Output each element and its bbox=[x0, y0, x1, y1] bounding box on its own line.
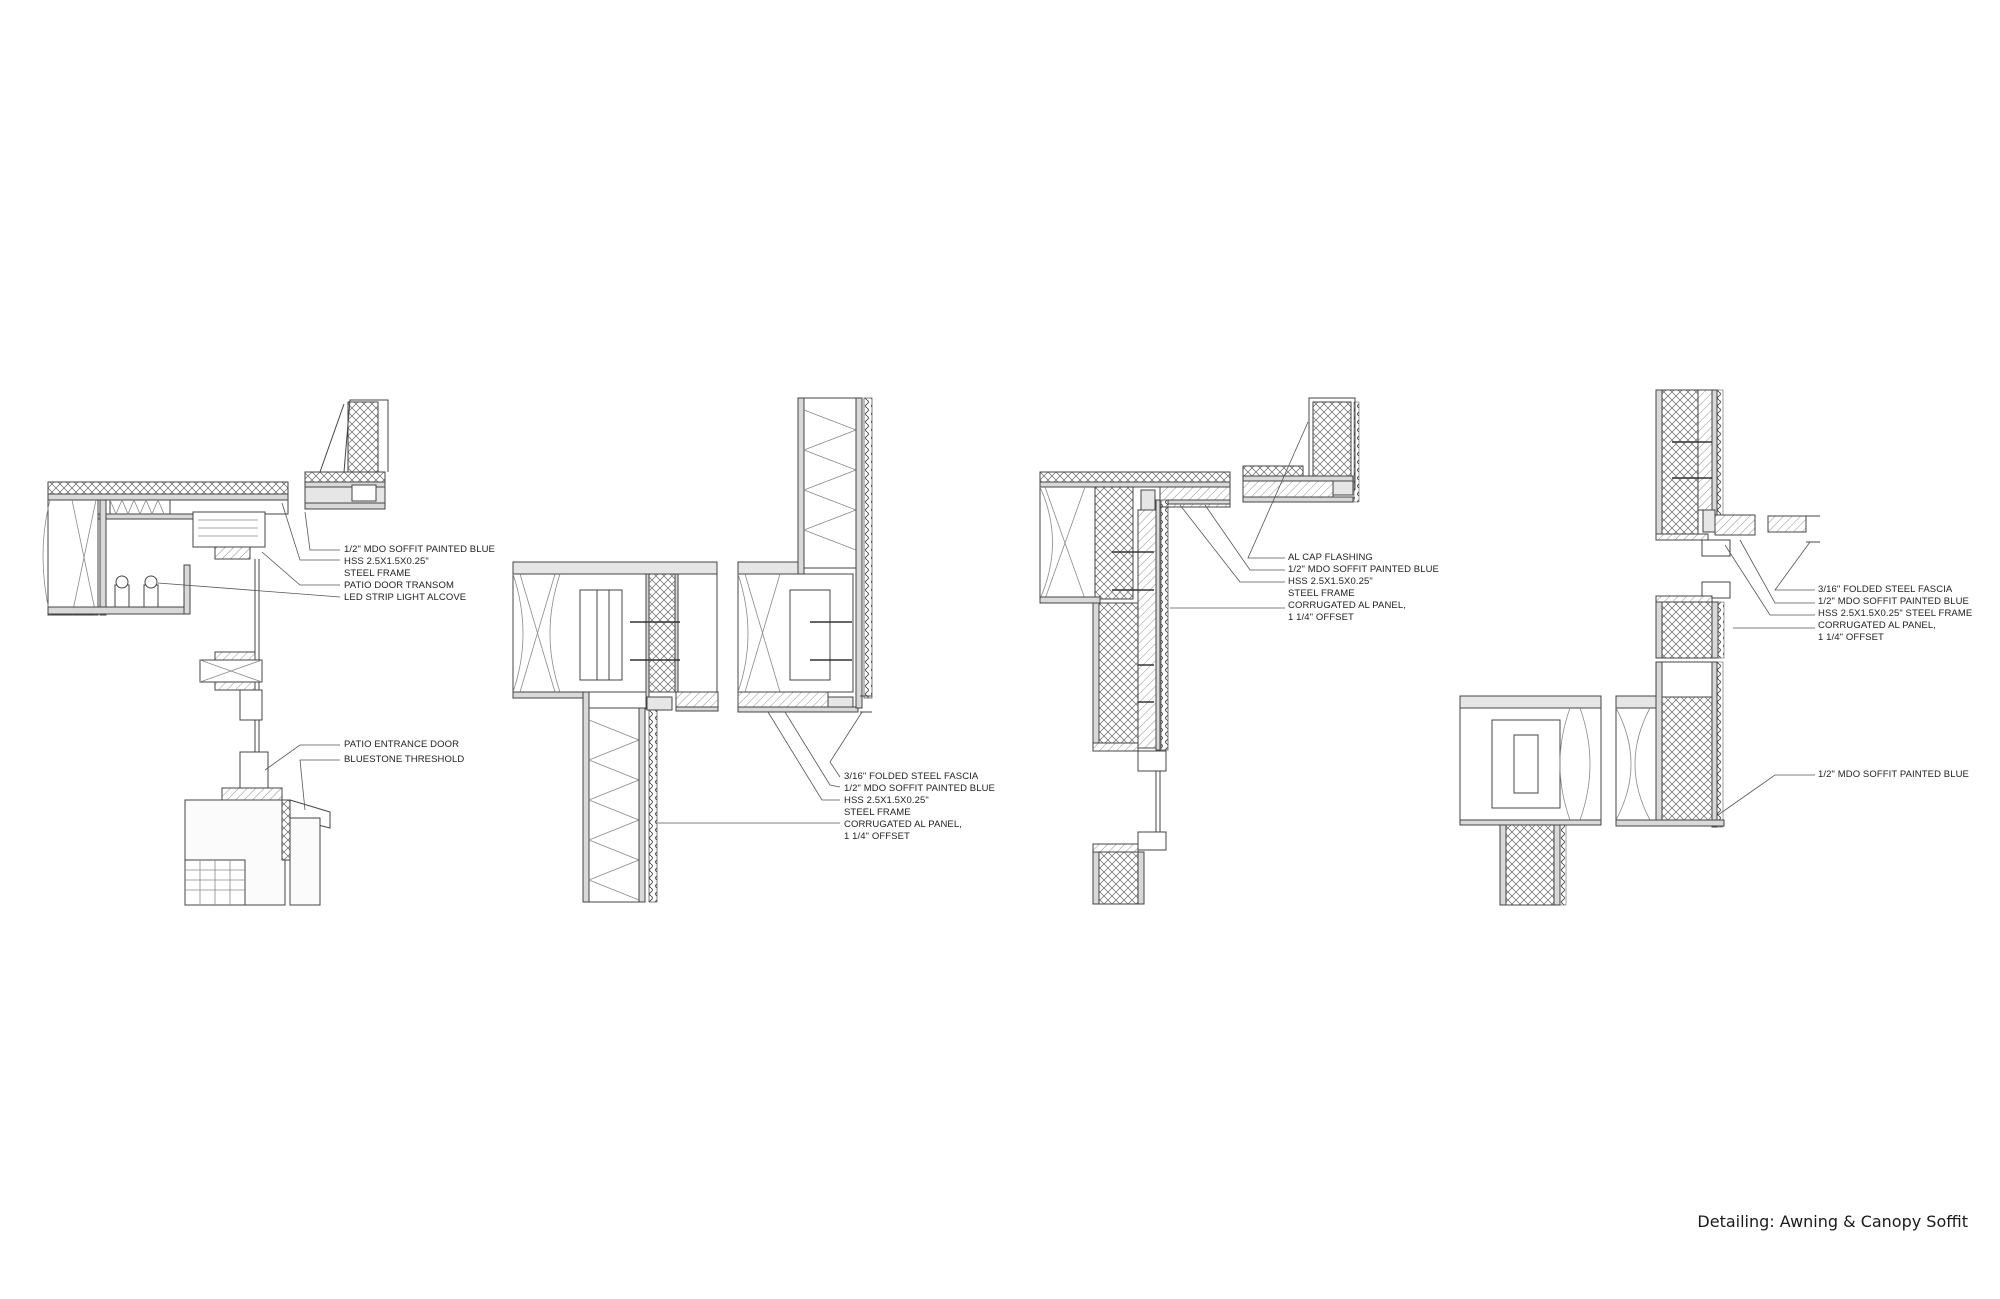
callout-text: AL CAP FLASHING bbox=[1288, 552, 1373, 563]
callout-text: 3/16" FOLDED STEEL FASCIA bbox=[1818, 584, 1953, 595]
detail-2-drawing bbox=[512, 397, 873, 903]
callout-text: STEEL FRAME bbox=[344, 568, 411, 579]
callout-text: HSS 2.5X1.5X0.25" STEEL FRAME bbox=[1818, 608, 1973, 619]
callout-text: HSS 2.5X1.5X0.25" bbox=[344, 556, 429, 567]
callout-text: 1/2" MDO SOFFIT PAINTED BLUE bbox=[1818, 769, 1969, 780]
detail-2-leaders bbox=[658, 711, 863, 824]
detail-4-leaders bbox=[1717, 539, 1815, 816]
sheet-caption: Detailing: Awning & Canopy Soffit bbox=[1697, 1212, 1968, 1231]
callout-text: 1 1/4" OFFSET bbox=[1288, 612, 1354, 623]
callout-text: 3/16" FOLDED STEEL FASCIA bbox=[844, 771, 979, 782]
detail-4-drawing bbox=[1459, 389, 1820, 906]
callout-text: HSS 2.5X1.5X0.25" bbox=[1288, 576, 1373, 587]
detail-1-drawing bbox=[42, 399, 389, 906]
callout-text: STEEL FRAME bbox=[1288, 588, 1355, 599]
callout-text: HSS 2.5X1.5X0.25" bbox=[844, 795, 929, 806]
callout-text: 1/2" MDO SOFFIT PAINTED BLUE bbox=[844, 783, 995, 794]
callout-text: 1 1/4" OFFSET bbox=[1818, 632, 1884, 643]
callout-text: STEEL FRAME bbox=[844, 807, 911, 818]
callout-text: 1/2" MDO SOFFIT PAINTED BLUE bbox=[1818, 596, 1969, 607]
callout-text: LED STRIP LIGHT ALCOVE bbox=[344, 592, 467, 603]
detail-3-drawing bbox=[1039, 397, 1360, 905]
callout-text: PATIO ENTRANCE DOOR bbox=[344, 739, 460, 750]
callout-text: CORRUGATED AL PANEL, bbox=[1288, 600, 1406, 611]
callout-text: CORRUGATED AL PANEL, bbox=[844, 819, 962, 830]
callout-text: 1 1/4" OFFSET bbox=[844, 831, 910, 842]
callout-text: 1/2" MDO SOFFIT PAINTED BLUE bbox=[344, 544, 495, 555]
callout-text: BLUESTONE THRESHOLD bbox=[344, 754, 465, 765]
callout-text: PATIO DOOR TRANSOM bbox=[344, 580, 455, 591]
detail-3-leaders bbox=[1170, 421, 1309, 609]
callout-text: 1/2" MDO SOFFIT PAINTED BLUE bbox=[1288, 564, 1439, 575]
detail-1-leaders bbox=[157, 502, 341, 811]
callout-text: CORRUGATED AL PANEL, bbox=[1818, 620, 1936, 631]
